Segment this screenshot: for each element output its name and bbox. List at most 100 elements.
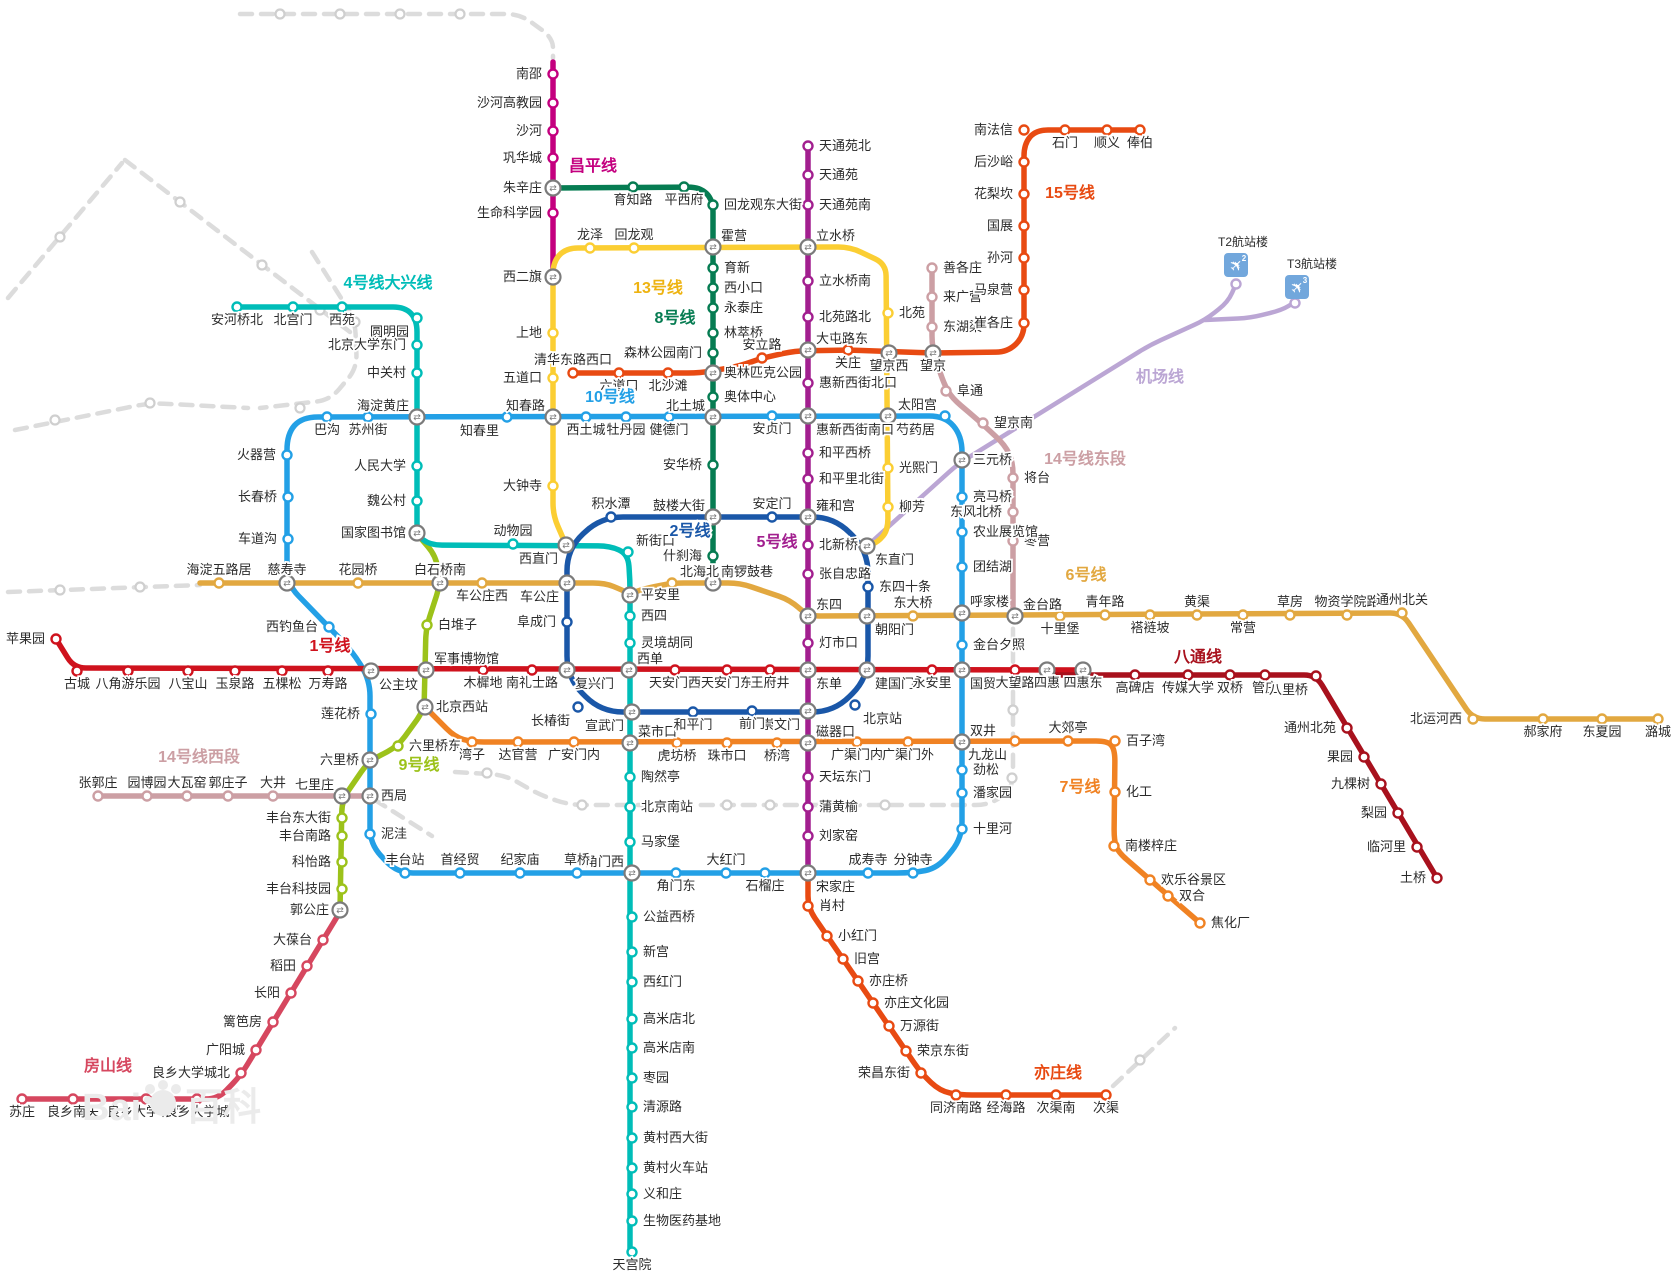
transfer-stations: ⇄⇄⇄⇄⇄⇄⇄⇄⇄⇄⇄⇄⇄⇄⇄⇄⇄⇄⇄⇄⇄⇄⇄⇄⇄⇄⇄⇄⇄⇄⇄⇄⇄⇄⇄⇄⇄⇄⇄⇄… xyxy=(278,179,1092,919)
station-marker xyxy=(182,665,194,677)
station-marker xyxy=(624,637,636,649)
dashed-future-line xyxy=(237,11,556,61)
transfer-icon: ⇄ xyxy=(562,540,570,550)
station-label: 火器营 xyxy=(237,447,276,462)
station-label: 巴沟 xyxy=(314,422,340,437)
station-label: 善各庄 xyxy=(943,260,982,275)
future-station-marker xyxy=(576,799,588,811)
line-path-2号线 xyxy=(564,514,871,715)
transfer-icon: ⇄ xyxy=(436,578,444,588)
station-marker xyxy=(362,411,374,423)
transfer-icon: ⇄ xyxy=(804,706,812,716)
future-station-marker xyxy=(334,8,346,20)
station-marker xyxy=(626,1101,638,1113)
station-label: 焦化厂 xyxy=(1211,915,1250,930)
station-marker xyxy=(122,665,134,677)
transfer-marker-郭公庄: ⇄ xyxy=(331,901,349,919)
station-label: 天通苑南 xyxy=(819,197,871,212)
station-marker xyxy=(707,302,719,314)
transfer-marker-双井: ⇄ xyxy=(953,733,971,751)
station-marker xyxy=(900,1045,912,1057)
transfer-icon: ⇄ xyxy=(421,702,429,712)
station-label: 次渠 xyxy=(1093,1100,1119,1115)
future-station-marker xyxy=(54,584,66,596)
transfer-icon: ⇄ xyxy=(804,345,812,355)
station-marker xyxy=(956,764,968,776)
stations xyxy=(16,68,1664,1258)
station-label: 长椿街 xyxy=(531,713,570,728)
station-marker xyxy=(547,207,559,219)
station-label: 知春里 xyxy=(460,423,499,438)
transfer-marker-望京: ⇄ xyxy=(924,344,942,362)
station-marker xyxy=(547,152,559,164)
station-marker xyxy=(926,321,938,333)
transfer-icon: ⇄ xyxy=(422,665,430,675)
station-label: 土桥 xyxy=(1400,870,1426,885)
station-label: 芍药居 xyxy=(896,422,935,437)
station-marker xyxy=(191,1093,203,1105)
station-label: 草房 xyxy=(1277,594,1303,609)
transfer-marker-海淀黄庄: ⇄ xyxy=(408,408,426,426)
transfer-icon: ⇄ xyxy=(626,738,634,748)
station-label: 潞城 xyxy=(1645,724,1671,739)
station-marker xyxy=(1341,609,1353,621)
station-label: 虎坊桥 xyxy=(657,748,696,763)
station-marker xyxy=(802,447,814,459)
station-marker xyxy=(477,664,489,676)
station-marker xyxy=(821,930,833,942)
station-label: 菜市口 xyxy=(638,724,677,739)
station-marker xyxy=(707,459,719,471)
line-label-15号线: 15号线 xyxy=(1045,183,1095,202)
transfer-icon: ⇄ xyxy=(1011,611,1019,621)
svg-text:百科: 百科 xyxy=(185,1087,261,1129)
station-marker xyxy=(411,339,423,351)
dashed-future-line xyxy=(5,582,203,595)
station-marker xyxy=(572,701,584,713)
station-marker xyxy=(926,664,938,676)
station-marker xyxy=(281,449,293,461)
station-label: 望京西 xyxy=(869,358,908,373)
station-label: 花园桥 xyxy=(338,562,377,577)
station-marker xyxy=(476,577,488,589)
station-label: 宣武门 xyxy=(585,718,624,733)
station-marker xyxy=(802,140,814,152)
future-station-marker xyxy=(349,316,361,328)
transfer-marker-立水桥: ⇄ xyxy=(799,238,817,256)
station-marker xyxy=(411,312,423,324)
station-label: 东夏园 xyxy=(1582,724,1621,739)
station-label: 永泰庄 xyxy=(724,300,763,315)
station-marker xyxy=(466,736,478,748)
station-marker xyxy=(622,546,634,558)
station-label: 玉泉路 xyxy=(215,676,254,691)
station-label: 苹果园 xyxy=(6,631,45,646)
station-label: 石门 xyxy=(1052,135,1078,150)
station-marker xyxy=(213,577,225,589)
station-label: 高碑店 xyxy=(1115,680,1154,695)
station-label: 六里桥东 xyxy=(409,738,461,753)
station-marker xyxy=(687,706,699,718)
station-label: 军事博物馆 xyxy=(434,651,499,666)
station-label: 南法信 xyxy=(974,122,1013,137)
station-marker xyxy=(1392,807,1404,819)
transfer-marker-东单: ⇄ xyxy=(799,661,817,679)
station-label: 良乡大学城北 xyxy=(152,1065,230,1080)
station-label: 雍和宫 xyxy=(816,498,855,513)
future-station-marker xyxy=(764,799,776,811)
station-marker xyxy=(231,301,243,313)
station-marker xyxy=(71,665,83,677)
station-label: 花梨坎 xyxy=(974,186,1013,201)
station-label: 西土城 xyxy=(566,422,605,437)
station-marker xyxy=(421,619,433,631)
line-label-亦庄线: 亦庄线 xyxy=(1034,1063,1082,1082)
station-label: 苏庄 xyxy=(9,1104,35,1119)
station-label: 传媒大学 xyxy=(1162,680,1214,695)
station-marker xyxy=(1009,735,1021,747)
station-marker xyxy=(1194,917,1206,929)
station-label: 丰台科技园 xyxy=(266,881,331,896)
station-marker xyxy=(626,1072,638,1084)
station-marker xyxy=(411,460,423,472)
station-label: 和平里北街 xyxy=(819,471,884,486)
transfer-marker-奥林匹克公园: ⇄ xyxy=(704,364,722,382)
line-path-亦庄线 xyxy=(805,870,1109,1098)
